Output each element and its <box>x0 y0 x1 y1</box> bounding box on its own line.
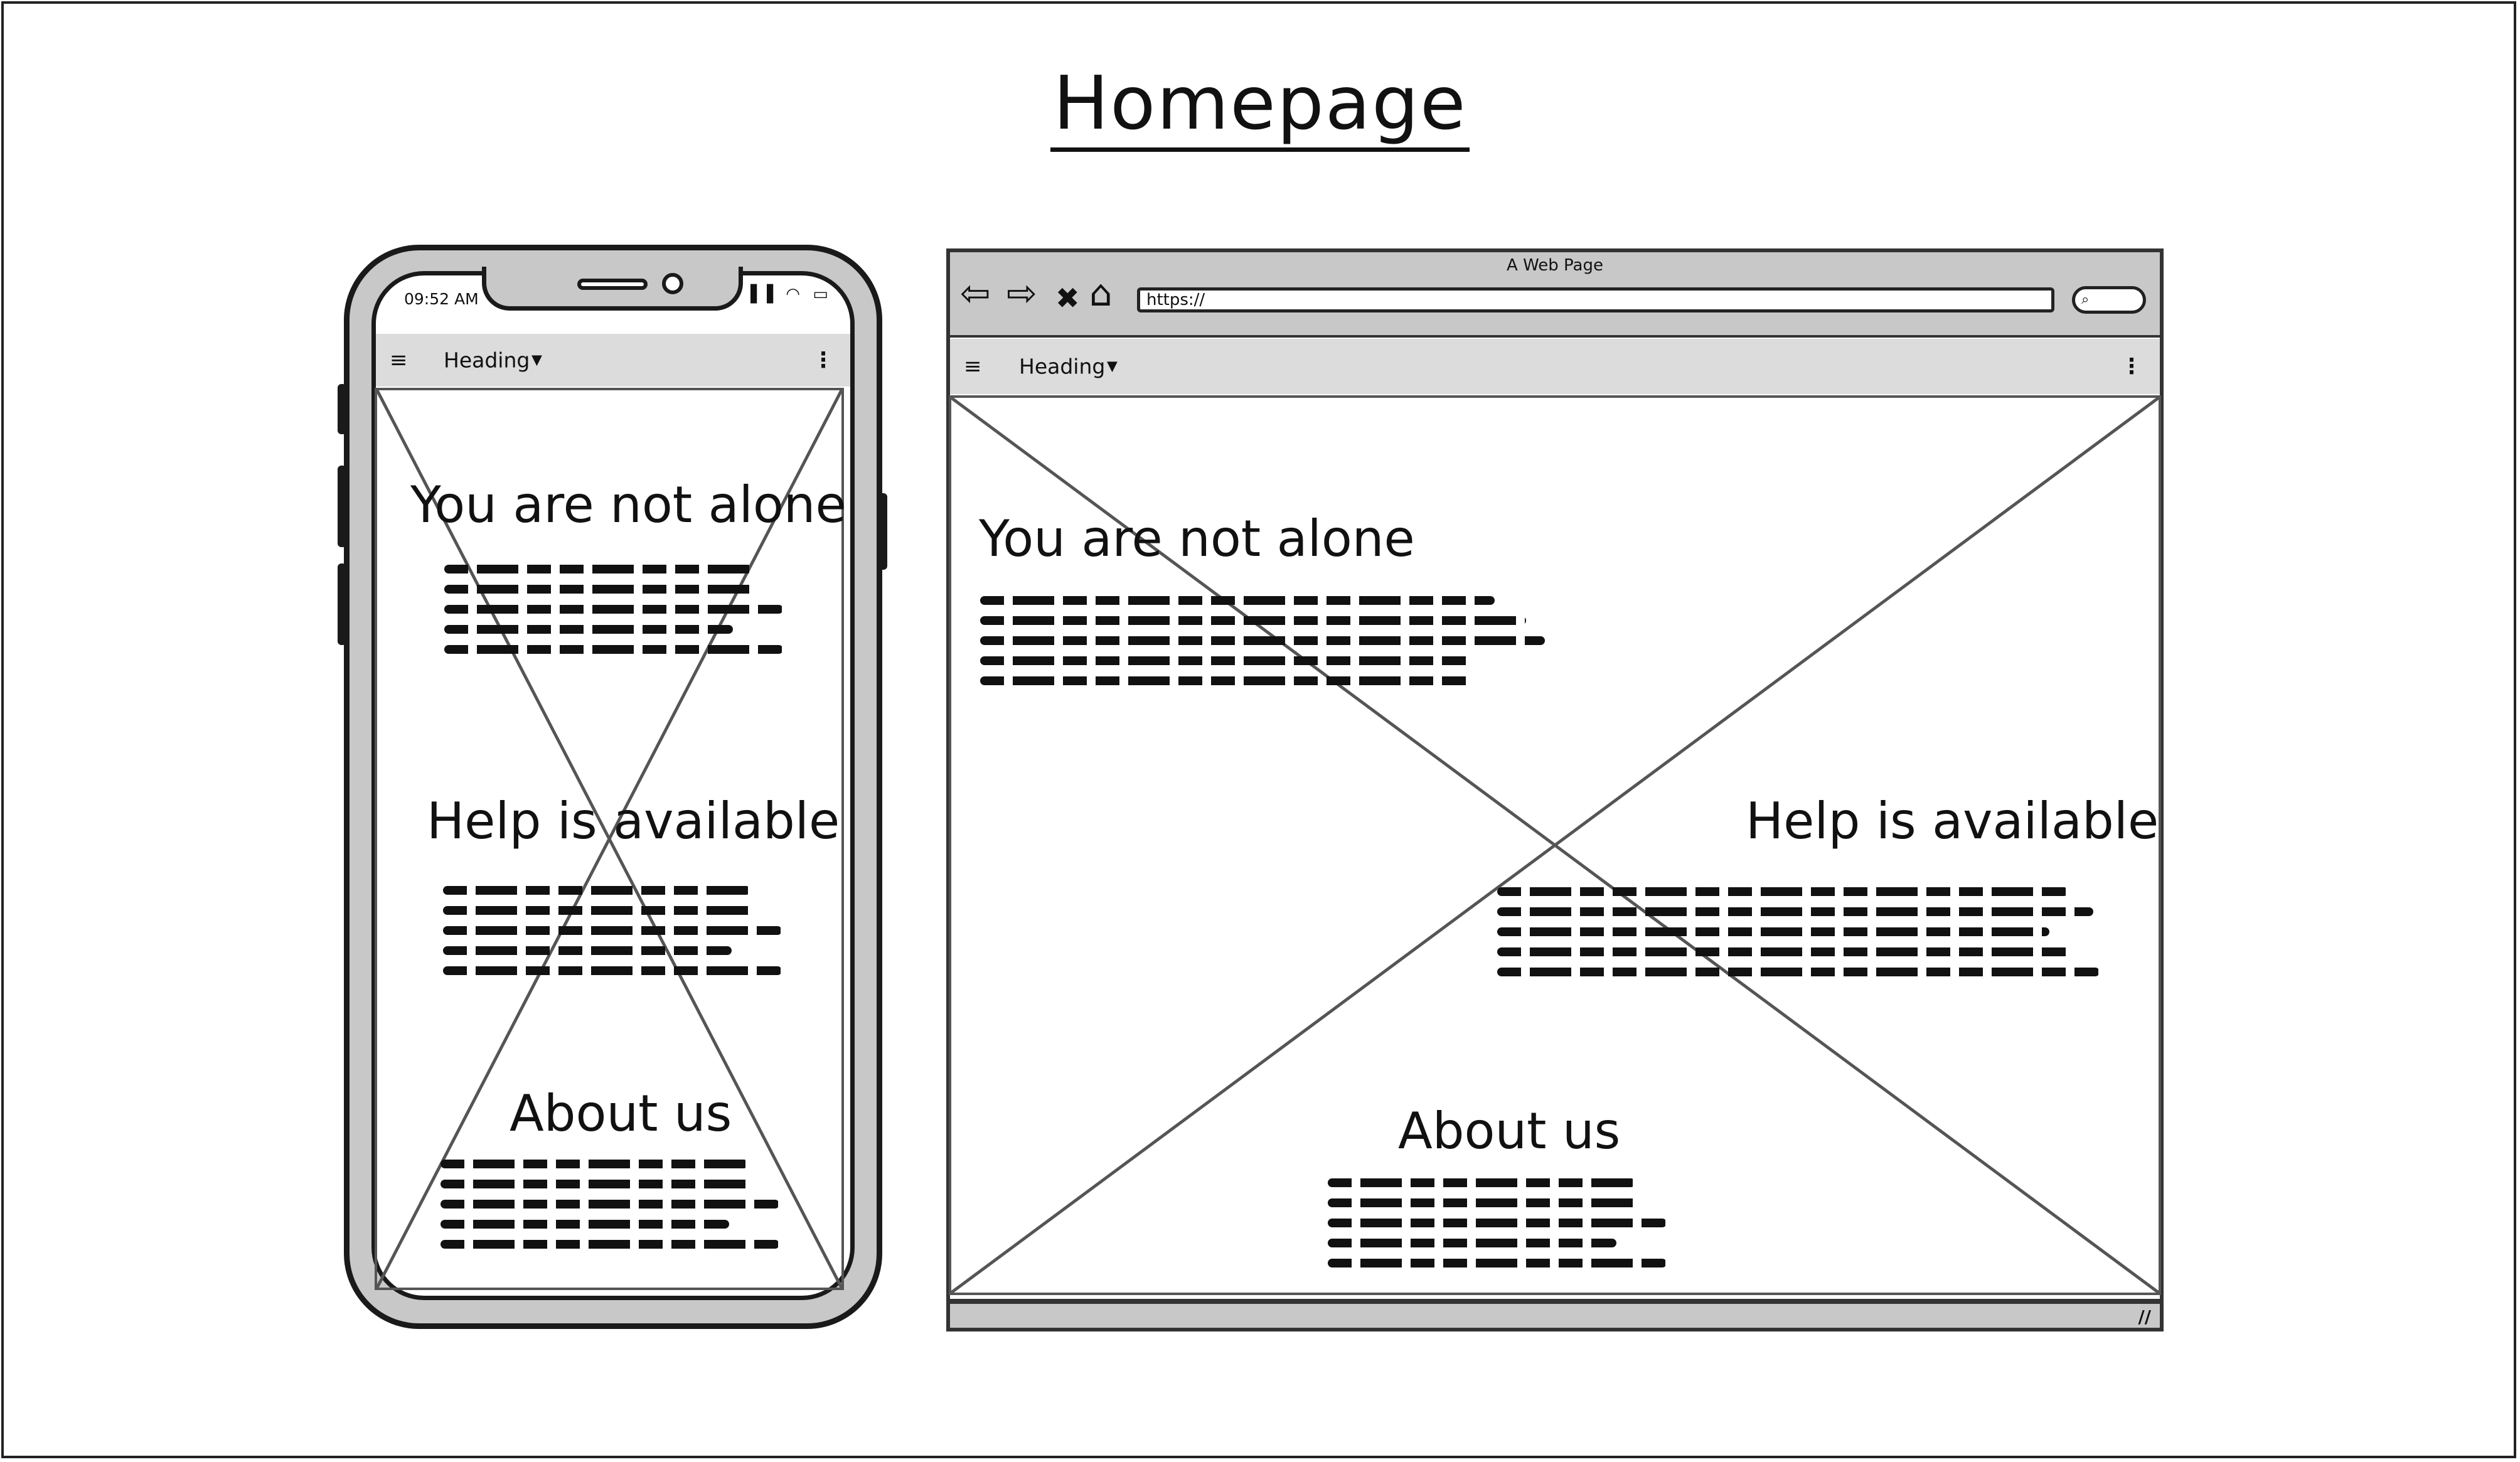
browser-section-title-1: You are not alone <box>979 510 1415 568</box>
search-icon[interactable]: ⌕ <box>2072 286 2146 314</box>
phone-section-title-1: You are not alone <box>410 476 846 534</box>
app-bar-heading[interactable]: Heading <box>444 348 530 373</box>
browser-section-text-2 <box>1497 887 2100 988</box>
browser-section-title-3: About us <box>1398 1102 1621 1160</box>
kebab-icon[interactable]: ⋮ <box>2121 354 2142 379</box>
status-icons: ▐▐ ◠ ▭ <box>744 285 832 304</box>
app-bar-heading[interactable]: Heading <box>1019 354 1106 379</box>
phone-screen <box>371 271 855 1300</box>
back-icon[interactable]: ⇦ <box>960 272 991 314</box>
phone-app-bar: ≡ Heading ▼ ⋮ <box>376 334 850 387</box>
phone-section-text-1 <box>444 565 783 665</box>
browser-section-text-1 <box>980 596 1545 696</box>
menu-icon[interactable]: ≡ <box>964 354 982 379</box>
url-input[interactable]: https:// <box>1137 287 2054 312</box>
browser-section-text-3 <box>1328 1178 1667 1279</box>
stop-icon[interactable]: ✖ <box>1055 281 1080 315</box>
phone-image-placeholder <box>375 388 844 1290</box>
browser-window-title: A Web Page <box>1507 256 1603 275</box>
kebab-icon[interactable]: ⋮ <box>813 348 834 373</box>
caret-down-icon[interactable]: ▼ <box>531 352 542 368</box>
phone-section-text-2 <box>443 886 782 986</box>
phone-section-text-3 <box>440 1160 779 1260</box>
phone-speaker <box>577 279 648 290</box>
browser-image-placeholder <box>949 395 2161 1295</box>
browser-viewport <box>946 338 2164 1303</box>
camera-icon <box>662 273 683 294</box>
browser-app-bar: ≡ Heading ▼ ⋮ <box>950 339 2160 394</box>
status-time: 09:52 AM <box>404 290 479 308</box>
resize-grip-icon[interactable]: // <box>2138 1306 2151 1327</box>
caret-down-icon[interactable]: ▼ <box>1107 358 1118 375</box>
phone-section-title-3: About us <box>510 1084 732 1143</box>
forward-icon[interactable]: ⇨ <box>1006 272 1037 314</box>
phone-section-title-2: Help is available <box>427 792 840 850</box>
browser-status-bar: // <box>946 1300 2164 1331</box>
home-icon[interactable]: ⌂ <box>1089 272 1113 314</box>
page-title: Homepage <box>0 60 2520 152</box>
browser-section-title-2: Help is available <box>1746 792 2159 850</box>
menu-icon[interactable]: ≡ <box>390 348 408 373</box>
